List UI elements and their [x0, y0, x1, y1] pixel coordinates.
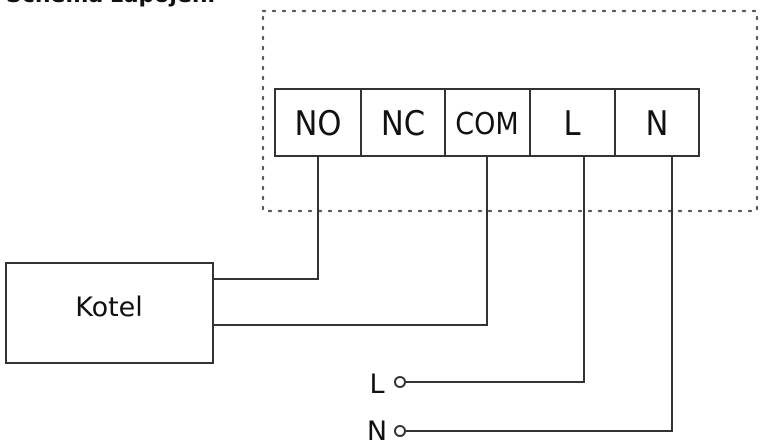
thermostat-enclosure [261, 9, 759, 213]
wire-l-to-supply [406, 156, 585, 383]
wire-no-to-boiler [213, 156, 319, 280]
wires [213, 156, 673, 432]
boiler-box [5, 262, 214, 364]
wire-n-to-supply [406, 156, 673, 432]
terminal-com-label: COM [455, 107, 518, 142]
supply-n-label: N [367, 416, 387, 440]
terminal-n-label: N [646, 104, 669, 144]
boiler-label: Kotel [75, 292, 143, 323]
diagram-header: Schéma zapojení [6, 0, 217, 8]
supply-n-terminal-circle [394, 425, 406, 437]
wire-com-to-boiler [213, 156, 488, 326]
terminal-no-label: NO [295, 104, 342, 144]
terminal-nc-label: NC [381, 104, 425, 144]
supply-l-terminal-circle [394, 376, 406, 388]
terminal-l-label: L [563, 104, 580, 144]
supply-l-label: L [369, 369, 384, 400]
terminal-block: NO NC COM L N [274, 88, 700, 157]
